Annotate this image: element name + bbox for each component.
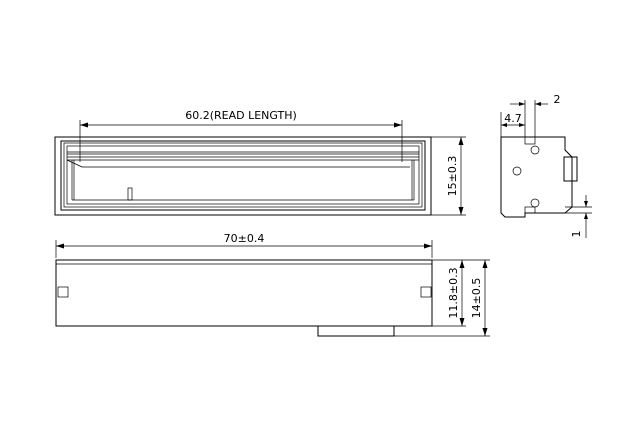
- small-tab: [127, 187, 133, 201]
- top-view-outer-frame: [54, 136, 432, 216]
- sensor-line: [66, 159, 83, 168]
- arrowhead: [482, 260, 488, 268]
- arrowhead: [535, 102, 541, 106]
- side-bottom-label: 1: [570, 231, 583, 238]
- side-view-slot-bottom: [524, 206, 536, 214]
- side-view: 4.7 2 1: [500, 93, 592, 238]
- side-view-hole: [530, 145, 540, 155]
- arrowhead: [80, 122, 88, 128]
- front-view-body: [55, 259, 433, 327]
- side-view-slot-top: [524, 136, 536, 145]
- height-front-total-label: 14±0.5: [470, 278, 483, 319]
- arrowhead: [458, 137, 464, 145]
- width-total-label: 70±0.4: [224, 232, 265, 245]
- side-view-hole: [512, 166, 522, 176]
- arrowhead: [584, 213, 588, 219]
- front-view: 70±0.4 11.8±0.3 14±0.5: [55, 232, 490, 337]
- top-view-inner-frame-3: [66, 145, 420, 205]
- front-view-notch-right: [420, 286, 432, 298]
- arrowhead: [519, 102, 525, 106]
- side-view-connector: [563, 156, 578, 182]
- arrowhead: [501, 123, 507, 127]
- arrowhead: [56, 243, 64, 249]
- arrowhead: [482, 328, 488, 336]
- arrowhead: [519, 123, 525, 127]
- side-slot-label: 2: [554, 93, 561, 106]
- height-front-inner-label: 11.8±0.3: [447, 267, 460, 318]
- side-offset-label: 4.7: [504, 112, 522, 125]
- arrowhead: [394, 122, 402, 128]
- top-view: 60.2(READ LENGTH) 15±0.3: [54, 109, 466, 216]
- side-view-body: [500, 136, 573, 218]
- read-length-label: 60.2(READ LENGTH): [185, 109, 297, 122]
- arrowhead: [459, 318, 465, 326]
- top-view-inner-frame: [60, 140, 426, 211]
- arrowhead: [424, 243, 432, 249]
- arrowhead: [584, 201, 588, 207]
- height-top-label: 15±0.3: [446, 156, 459, 197]
- top-view-inner-frame-2: [63, 142, 423, 208]
- front-view-notch-left: [57, 286, 69, 298]
- arrowhead: [458, 207, 464, 215]
- front-view-connector: [317, 325, 395, 337]
- side-view-hole: [530, 198, 540, 208]
- arrowhead: [459, 260, 465, 268]
